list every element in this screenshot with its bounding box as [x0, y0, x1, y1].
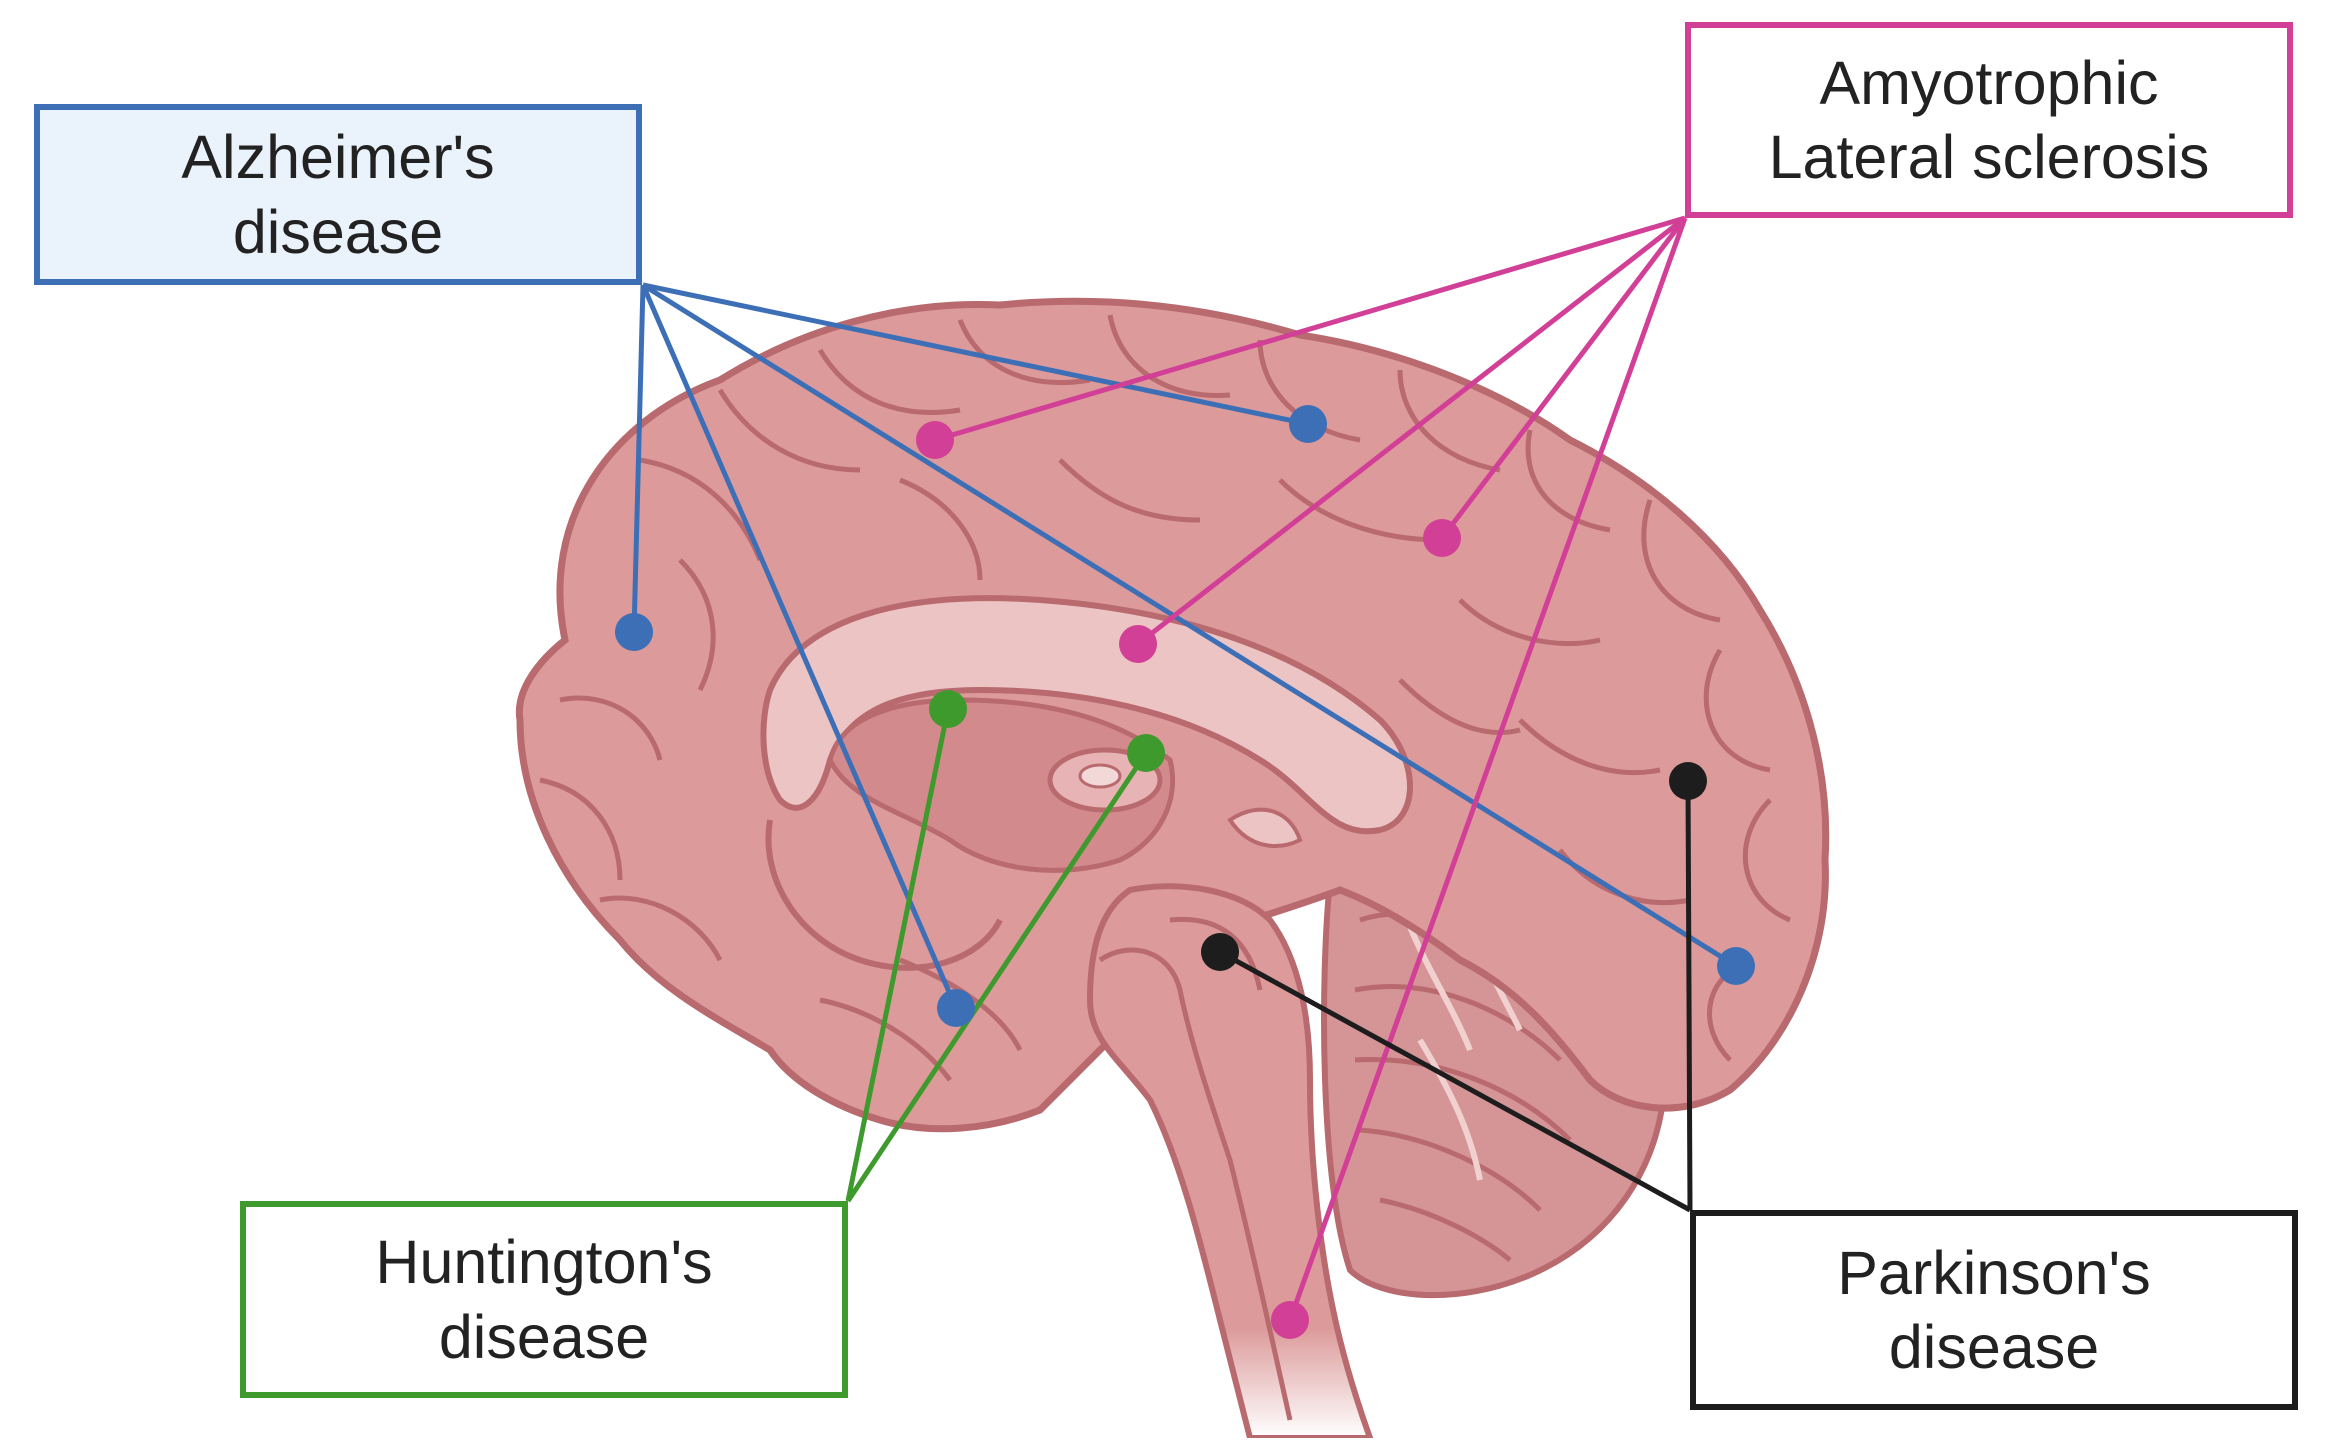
region-markers — [615, 405, 1755, 1339]
huntingtons-connector-line — [845, 751, 1149, 1203]
alzheimers-label: Alzheimer's disease — [34, 104, 642, 285]
huntingtons-label-line1: Huntington's — [375, 1228, 713, 1297]
parkinsons-connector-line — [1218, 949, 1692, 1213]
als-connector-line — [1287, 217, 1688, 1321]
huntingtons-label: Huntington's disease — [240, 1201, 848, 1398]
als-connector-line — [1440, 216, 1687, 540]
parkinsons-label-line1: Parkinson's — [1837, 1238, 2151, 1307]
als-region-marker — [1271, 1301, 1309, 1339]
alzheimers-connector-line — [642, 282, 1309, 427]
alzheimers-region-marker — [615, 613, 653, 651]
huntingtons-region-marker — [1127, 734, 1165, 772]
als-region-marker — [1423, 519, 1461, 557]
alzheimers-connector-line — [640, 284, 959, 1009]
als-label-line1: Amyotrophic — [1819, 48, 2159, 117]
alzheimers-region-marker — [1717, 947, 1755, 985]
huntingtons-region-marker — [929, 690, 967, 728]
parkinsons-label: Parkinson's disease — [1690, 1210, 2298, 1410]
huntingtons-connector-line — [845, 708, 951, 1202]
huntingtons-label-line2: disease — [438, 1302, 650, 1371]
als-connector-line — [934, 215, 1686, 443]
alzheimers-region-marker — [937, 989, 975, 1027]
parkinsons-label-line2: disease — [1888, 1313, 2100, 1381]
alzheimers-region-marker — [1289, 405, 1327, 443]
als-label-line2: Lateral sclerosis — [1768, 123, 2210, 191]
als-connector-line — [1136, 216, 1687, 646]
parkinsons-region-marker — [1669, 762, 1707, 800]
alzheimers-label-line2: disease — [232, 197, 444, 266]
parkinsons-connector-line — [1685, 780, 1693, 1211]
als-label: Amyotrophic Lateral sclerosis — [1685, 22, 2293, 218]
alzheimers-label-line1: Alzheimer's — [181, 123, 495, 192]
parkinsons-region-marker — [1201, 933, 1239, 971]
als-region-marker — [1119, 625, 1157, 663]
connector-lines — [631, 215, 1738, 1321]
als-region-marker — [916, 421, 954, 459]
alzheimers-connector-line — [641, 282, 1738, 969]
alzheimers-connector-line — [631, 284, 646, 633]
